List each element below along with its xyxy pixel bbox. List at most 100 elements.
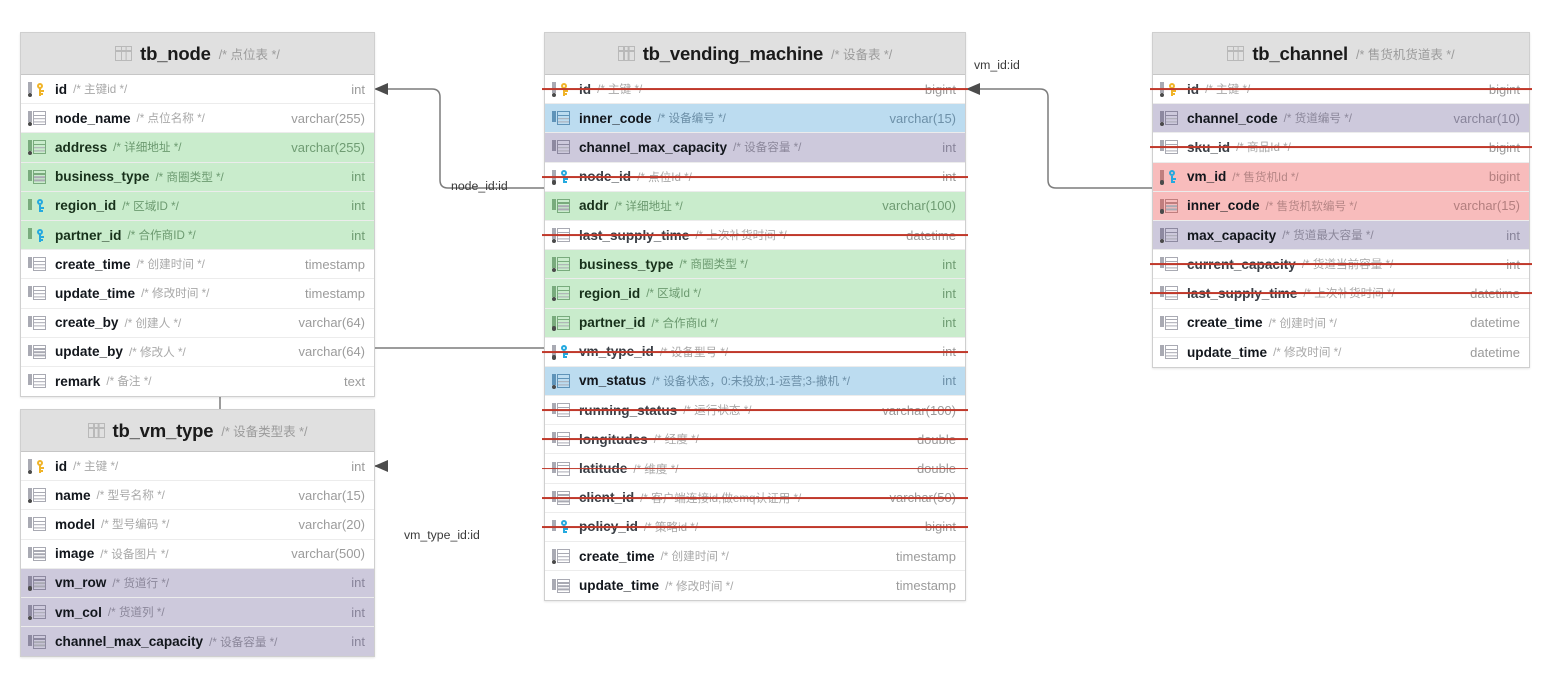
column-row[interactable]: partner_id/* 合作商ID */int — [21, 220, 374, 251]
column-icon — [552, 490, 574, 506]
table-icon — [115, 46, 133, 61]
column-name: running_status — [579, 402, 678, 418]
column-row[interactable]: update_time/* 修改时间 */timestamp — [21, 279, 374, 309]
column-row[interactable]: max_capacity/* 货道最大容量 */int — [1153, 220, 1529, 251]
column-name: sku_id — [1187, 139, 1231, 155]
entity-table-tb-vending-machine[interactable]: tb_vending_machine /* 设备表 */ id/* 主键 */big… — [542, 32, 968, 602]
column-icon — [1160, 110, 1182, 127]
column-row[interactable]: region_id/* 区域Id */int — [545, 279, 965, 309]
column-name: node_id — [579, 169, 632, 185]
column-row[interactable]: update_time/* 修改时间 */datetime — [1153, 337, 1529, 367]
column-comment: /* 区域Id */ — [646, 287, 701, 301]
column-row[interactable]: sku_id/* 商品Id */bigint — [1150, 133, 1532, 163]
column-row[interactable]: vm_status/* 设备状态，0:未投放;1-运营;3-撤机 */int — [545, 366, 965, 397]
column-row[interactable]: last_supply_time/* 上次补货时间 */datetime — [542, 220, 968, 251]
entity-title: tb_vm_type — [112, 419, 214, 441]
column-row[interactable]: last_supply_time/* 上次补货时间 */datetime — [1150, 279, 1532, 309]
column-row[interactable]: update_time/* 修改时间 */timestamp — [545, 571, 965, 601]
column-row[interactable]: node_name/* 点位名称 */varchar(255) — [21, 104, 374, 134]
column-row[interactable]: vm_row/* 货道行 */int — [21, 568, 374, 598]
table-icon — [87, 423, 105, 438]
column-row[interactable]: id/* 主键 */bigint — [542, 75, 968, 105]
entity-header[interactable]: tb_channel/* 售货机货道表 */ — [1153, 33, 1529, 75]
column-row[interactable]: remark/* 备注 */text — [21, 366, 374, 397]
column-row[interactable]: longitudes/* 经度 */double — [542, 425, 968, 455]
column-row[interactable]: current_capacity/* 货道当前容量 */int — [1150, 250, 1532, 280]
column-row[interactable]: channel_max_capacity/* 设备容量 */int — [545, 133, 965, 163]
column-row[interactable]: id/* 主键id */int — [21, 75, 374, 105]
column-row[interactable]: channel_code/* 货道编号 */varchar(10) — [1153, 104, 1529, 134]
column-name: vm_type_id — [579, 344, 654, 360]
column-name: update_by — [55, 344, 123, 360]
entity-comment: /* 售货机货道表 */ — [1356, 48, 1455, 62]
table-icon — [617, 46, 635, 61]
column-comment: /* 主键 */ — [1205, 83, 1251, 97]
column-comment: /* 策略id */ — [643, 520, 699, 534]
column-row[interactable]: policy_id/* 策略id */bigint — [542, 512, 968, 542]
column-row[interactable]: region_id/* 区域ID */int — [21, 191, 374, 221]
column-comment: /* 创建人 */ — [124, 316, 182, 330]
column-type: varchar(15) — [298, 487, 365, 503]
column-row[interactable]: id/* 主键 */bigint — [1150, 75, 1532, 105]
column-name: last_supply_time — [1187, 285, 1298, 301]
column-row[interactable]: model/* 型号编码 */varchar(20) — [21, 510, 374, 540]
column-row[interactable]: addr/* 详细地址 */varchar(100) — [545, 191, 965, 221]
column-icon — [552, 227, 574, 244]
column-row[interactable]: business_type/* 商圈类型 */int — [21, 162, 374, 192]
entity-header[interactable]: tb_vending_machine /* 设备表 */ — [545, 33, 965, 75]
column-row[interactable]: create_time/* 创建时间 */timestamp — [21, 250, 374, 280]
column-row[interactable]: running_status /* 运行状态 */ varchar(100) — [542, 396, 968, 426]
column-row[interactable]: image/* 设备图片 */varchar(500) — [21, 539, 374, 569]
column-type: varchar(50) — [889, 490, 956, 506]
column-row[interactable]: partner_id/* 合作商Id */int — [545, 308, 965, 338]
column-row[interactable]: create_time/* 创建时间 */timestamp — [545, 542, 965, 572]
column-name: id — [55, 458, 68, 474]
column-comment: /* 商圈类型 */ — [679, 258, 748, 272]
column-name: region_id — [55, 198, 117, 214]
column-type: datetime — [1470, 344, 1520, 360]
column-type: varchar(64) — [298, 315, 365, 331]
table-icon — [1227, 46, 1245, 61]
column-row[interactable]: create_time/* 创建时间 */datetime — [1153, 308, 1529, 338]
column-type: varchar(100) — [882, 402, 956, 418]
column-row[interactable]: node_id/* 点位Id */int — [542, 162, 968, 192]
column-name: partner_id — [579, 315, 646, 331]
entity-header[interactable]: tb_vm_type/* 设备类型表 */ — [21, 410, 374, 452]
column-type: varchar(10) — [1453, 110, 1520, 126]
column-row[interactable]: business_type/* 商圈类型 */int — [545, 250, 965, 280]
column-row[interactable]: vm_type_id/* 设备型号 */int — [542, 337, 968, 367]
column-comment: /* 修改时间 */ — [665, 579, 734, 593]
column-row[interactable]: update_by/* 修改人 */varchar(64) — [21, 337, 374, 367]
column-row[interactable]: inner_code/* 售货机软编号 */varchar(15) — [1153, 191, 1529, 221]
column-comment: /* 经度 */ — [653, 433, 699, 447]
column-name: current_capacity — [1187, 256, 1296, 272]
entity-header[interactable]: tb_node/* 点位表 */ — [21, 33, 374, 75]
column-row[interactable]: address/* 详细地址 */varchar(255) — [21, 133, 374, 163]
column-comment: /* 货道当前容量 */ — [1301, 258, 1394, 272]
entity-comment: /* 设备表 */ — [831, 48, 893, 62]
column-row[interactable]: vm_id/* 售货机Id */bigint — [1153, 162, 1529, 192]
entity-title: tb_vending_machine — [642, 42, 824, 64]
column-row[interactable]: name/* 型号名称 */varchar(15) — [21, 481, 374, 511]
column-row[interactable]: inner_code/* 设备编号 */varchar(15) — [545, 104, 965, 134]
relation-label-node-id: node_id:id — [451, 179, 508, 193]
column-row[interactable]: channel_max_capacity/* 设备容量 */int — [21, 627, 374, 657]
column-type: int — [942, 139, 956, 155]
foreign-key-icon — [552, 519, 574, 535]
column-row[interactable]: vm_col/* 货道列 */int — [21, 597, 374, 628]
column-row[interactable]: create_by/* 创建人 */varchar(64) — [21, 308, 374, 338]
column-icon — [28, 373, 50, 389]
column-comment: /* 运行状态 */ — [683, 404, 752, 418]
foreign-key-icon — [1160, 169, 1182, 185]
column-row[interactable]: id/* 主键 */int — [21, 452, 374, 482]
column-comment: /* 设备型号 */ — [659, 345, 729, 359]
column-comment: /* 设备编号 */ — [657, 112, 726, 126]
column-type: int — [942, 256, 956, 272]
column-comment: /* 型号编码 */ — [101, 518, 170, 532]
column-row[interactable]: client_id/* 客户端连接id,做emq认证用 */varchar(50… — [542, 483, 968, 513]
column-row[interactable]: latitude/* 维度 */double — [542, 454, 968, 484]
column-type: varchar(500) — [291, 546, 365, 562]
